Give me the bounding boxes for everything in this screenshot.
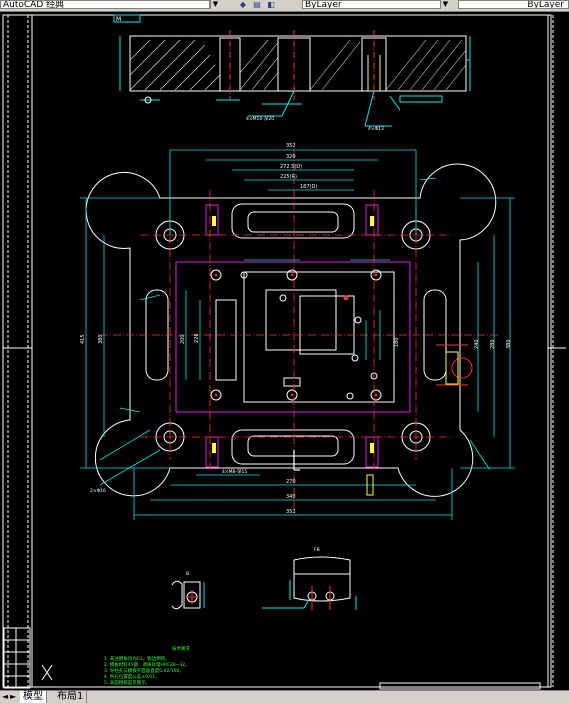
drawing-frame [31,14,549,688]
section-view: M [113,14,471,127]
tab-layout1-label: 布局1 [57,691,84,702]
note-line: 1. 未注倒角均为C1，锐边倒钝。 [104,655,170,662]
chevron-down-icon[interactable]: ▼ [210,0,220,9]
properties-toolbar: AutoCAD 经典 ▼ ◆ ▤ ◧ ByLayer ▼ ByLayer [0,0,569,12]
chevron-down-icon[interactable]: ▼ [440,0,450,9]
dim-text: 272.5(D) [280,164,302,170]
callout-text: 4×M8-深15 4×M10-深20 4×Φ13 2×Φ16 B FB [90,115,384,577]
tab-model[interactable]: 模型 [20,691,47,703]
dim-text: 352 [286,509,296,515]
dim-text: 187(D) [300,184,317,190]
dim-text: 240 [474,339,480,349]
note-line: 4. 各孔位置度公差±0.01。 [104,673,160,680]
detail-view-fb [262,556,357,610]
dim-text: 415 [80,334,86,344]
plan-dimension-text: 352 320 272.5(D) 225(R) 187(D) 415 380 2… [80,143,512,515]
notes-title: 技术要求 [172,645,190,652]
workspace-combo[interactable]: AutoCAD 经典 [0,0,210,9]
callout-text: 4×Φ13 [368,126,384,132]
detail-label: B [186,571,189,577]
title-block-bottom [379,682,541,690]
detail-label: FB [314,547,320,553]
layout-tab-bar: ◄ ► 模型 布局1 [0,690,569,703]
layer-color-combo[interactable]: ByLayer [302,0,450,9]
tab-nav-next-icon[interactable]: ► [10,692,17,701]
dim-text: 180 [394,337,400,347]
dim-text: 340 [286,494,296,500]
dim-text: 380 [98,334,104,344]
layer-state-icon[interactable]: ▤ [253,0,261,9]
layer-color-text: ByLayer [305,0,342,9]
dim-text: 380 [506,339,512,349]
note-line: 3. 导柱孔与模板平面垂直度0.02/100。 [104,667,184,674]
note-line: 5. 表面粗糙度见图示。 [104,679,150,686]
dim-text: 200 [180,334,186,344]
section-mark: M [116,16,121,23]
layer-previous-icon[interactable]: ◧ [267,0,275,9]
callout-text: 2×Φ16 [90,488,106,494]
layer-icon[interactable]: ◆ [239,0,247,9]
detail-view-b [171,580,205,610]
drawing-canvas[interactable]: M [0,12,569,690]
note-line: 2. 模板材料45钢，调质处理HRC28~32。 [104,661,190,668]
dim-text: 225(R) [280,174,297,180]
dim-text: 226 [194,333,200,343]
ucs-icon [41,664,53,681]
title-block-left [3,627,31,689]
dim-text: 320 [286,154,296,160]
callout-text: 4×M10-深20 [246,115,274,122]
dim-text: 352 [286,143,296,149]
tab-model-label: 模型 [23,691,43,702]
tab-layout1[interactable]: 布局1 [54,691,88,703]
dim-text: 270 [286,479,296,485]
linetype-text: ByLayer [527,0,564,9]
tab-nav-prev-icon[interactable]: ◄ [2,692,9,701]
callout-text: 4×M8-深15 [222,468,247,475]
plan-view [80,149,515,520]
workspace-combo-text: AutoCAD 经典 [3,0,65,9]
dim-text: 280 [490,339,496,349]
technical-notes: 技术要求 1. 未注倒角均为C1，锐边倒钝。 2. 模板材料45钢，调质处理HR… [104,645,190,686]
linetype-combo[interactable]: ByLayer [458,0,569,9]
